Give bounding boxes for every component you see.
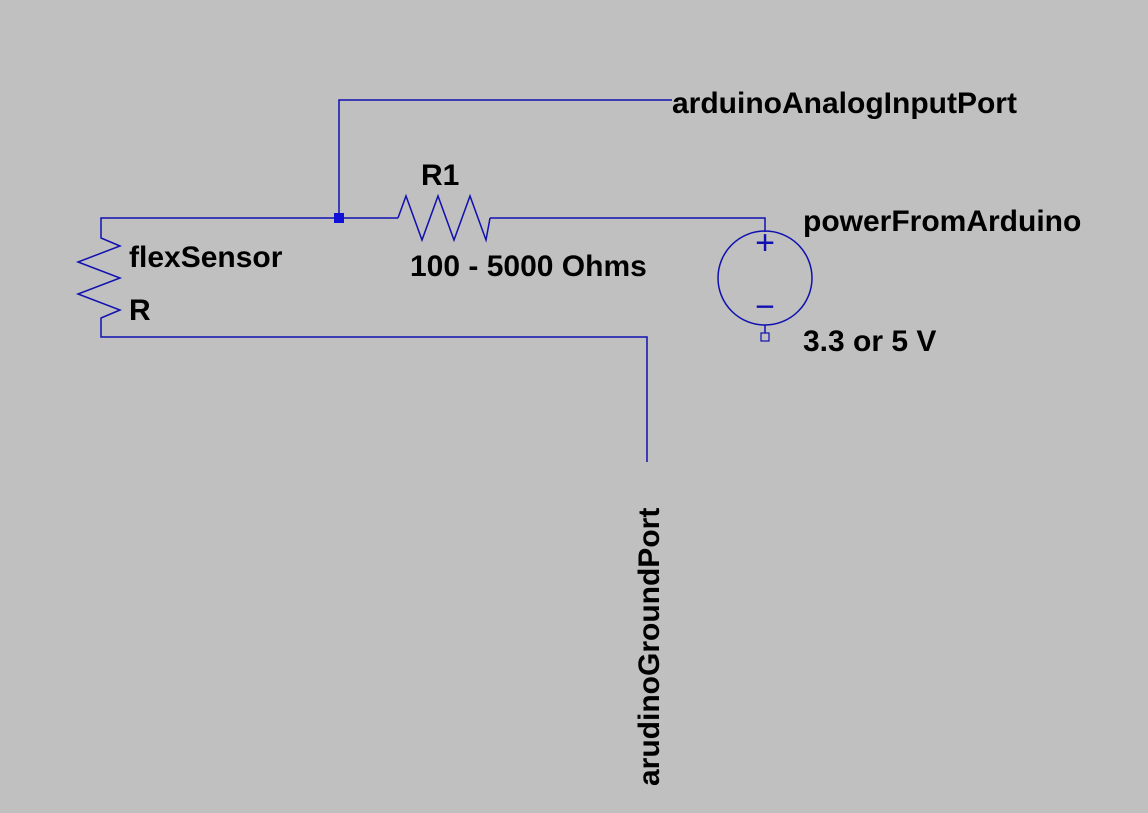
flex-sensor-resistor[interactable] bbox=[75, 222, 123, 323]
flex-sensor-name-label: flexSensor bbox=[129, 241, 283, 274]
voltage-source-name-label: powerFromArduino bbox=[803, 205, 1081, 238]
wire-top-right[interactable] bbox=[490, 217, 766, 232]
wire-top-left[interactable] bbox=[100, 217, 398, 222]
voltage-source-pin bbox=[760, 332, 770, 342]
voltage-source-minus: − bbox=[755, 288, 775, 326]
junction-node[interactable] bbox=[334, 213, 344, 223]
wire-ground[interactable] bbox=[100, 323, 648, 462]
wire-analog-input[interactable] bbox=[338, 99, 672, 218]
r1-value-label: 100 - 5000 Ohms bbox=[410, 250, 647, 283]
analog-input-net-label: arduinoAnalogInputPort bbox=[672, 87, 1017, 120]
voltage-source-symbol[interactable]: + − bbox=[717, 224, 813, 342]
flex-sensor-value-label: R bbox=[129, 294, 151, 327]
r1-resistor[interactable] bbox=[397, 193, 491, 243]
r1-name-label: R1 bbox=[421, 159, 459, 192]
ground-net-label: arudinoGroundPort bbox=[633, 508, 666, 786]
voltage-source-value-label: 3.3 or 5 V bbox=[803, 325, 936, 358]
wires bbox=[100, 99, 766, 462]
voltage-source-plus: + bbox=[755, 224, 775, 262]
